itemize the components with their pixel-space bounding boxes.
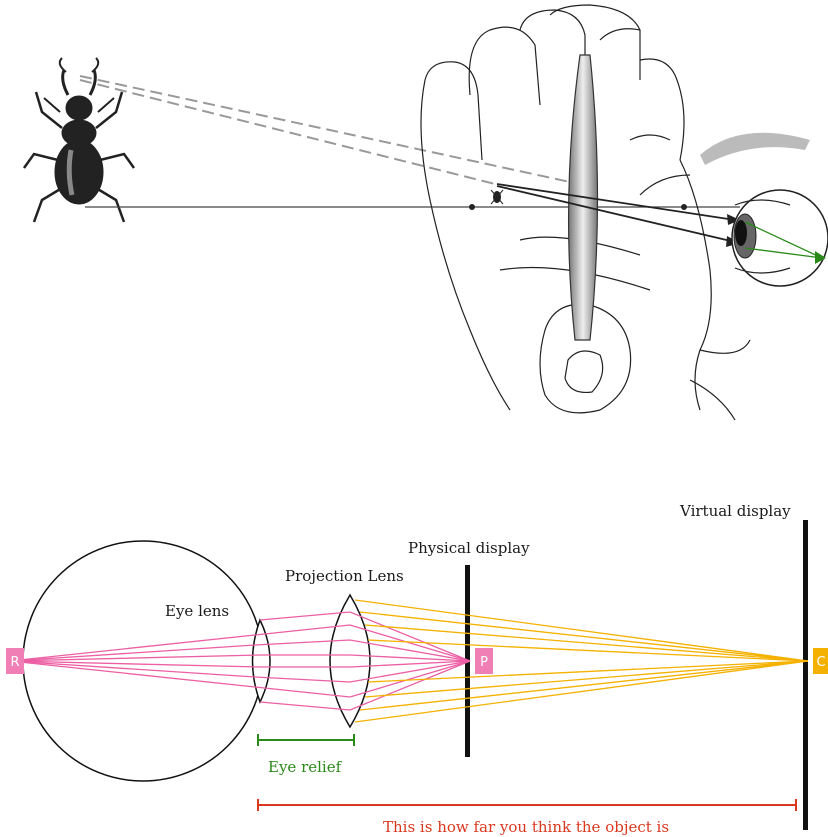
eye-icon (732, 190, 828, 286)
eye-relief-label: Eye relief (268, 758, 343, 776)
beetle-large-icon (24, 58, 134, 222)
point-r-marker: R (6, 648, 24, 674)
point-c-label: C (816, 655, 825, 670)
eyeball-outline (23, 541, 263, 781)
point-c-marker: C (813, 648, 828, 674)
projection-lens-label: Projection Lens (285, 567, 404, 585)
focal-point-left (469, 204, 475, 210)
point-p-marker: P (475, 648, 493, 674)
physical-display-label: Physical display (408, 539, 530, 557)
optics-schematic: R P C Virtual display Physical display P… (6, 502, 828, 836)
distance-label: This is how far you think the object is (383, 818, 669, 836)
eyebrow-shape (700, 133, 810, 165)
distance-bracket (258, 799, 796, 811)
virtual-image-rays (80, 76, 570, 184)
virtual-display-label: Virtual display (679, 502, 791, 520)
magnifier-illustration (24, 5, 828, 420)
projection-lens-shape (330, 595, 370, 727)
eye-lens-label: Eye lens (165, 602, 229, 620)
orange-rays (355, 600, 808, 722)
focal-point-right (681, 204, 687, 210)
point-p-label: P (480, 655, 488, 670)
point-r-label: R (10, 655, 19, 670)
virtual-display-bar (803, 520, 808, 830)
eye-relief-bracket (258, 734, 354, 746)
beetle-small-icon (491, 190, 503, 204)
